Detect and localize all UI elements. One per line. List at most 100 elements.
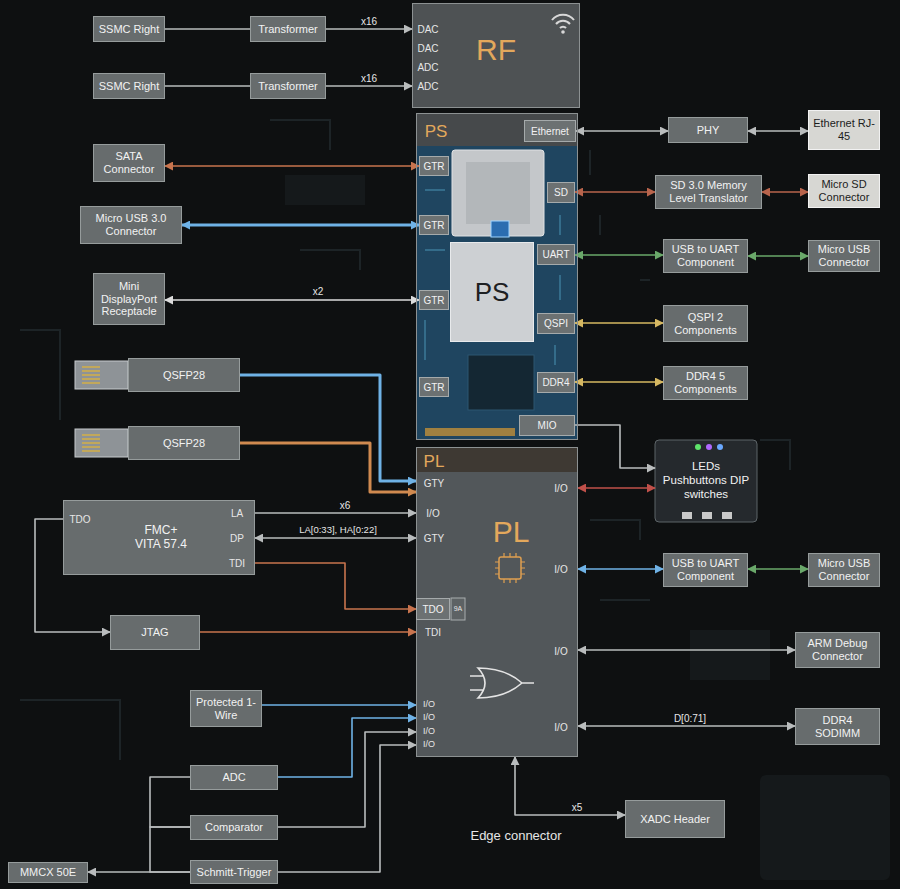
edge-label: x16 xyxy=(361,73,377,84)
component-box: Protected 1-Wire xyxy=(190,690,262,727)
signal-label: I/O xyxy=(423,700,435,710)
connector xyxy=(278,718,416,777)
rf-panel xyxy=(412,3,580,108)
connector xyxy=(576,130,668,132)
connector xyxy=(165,165,419,167)
component-box: Micro USB Connector xyxy=(808,553,880,587)
soc-package xyxy=(452,150,544,236)
node-text: MMCX 50E xyxy=(13,866,83,879)
component-box: Schmitt-Trigger xyxy=(190,860,278,884)
wifi-icon xyxy=(552,15,574,28)
board-chip xyxy=(760,775,890,880)
connector xyxy=(278,732,416,827)
connector xyxy=(575,381,663,383)
node-text: DDR4 SODIMM xyxy=(800,714,875,739)
connector-box: Ethernet RJ-45 xyxy=(808,110,880,150)
node-text: GTR xyxy=(422,382,446,393)
led xyxy=(717,444,723,450)
edge-label: LA[0:33], HA[0:22] xyxy=(299,525,377,535)
connector xyxy=(150,827,190,872)
or-gate-symbol xyxy=(470,668,534,698)
qsfp-cage xyxy=(75,361,128,389)
node-text: QSFP28 xyxy=(133,369,235,382)
port-box: DDR4 xyxy=(537,372,575,393)
chip-icon xyxy=(491,221,509,237)
chip-icon xyxy=(499,557,521,579)
node-text: UART xyxy=(540,249,572,260)
port-box: TDO xyxy=(416,598,450,620)
port-box: Ethernet xyxy=(524,120,576,142)
connector xyxy=(748,130,808,132)
node-text: DDR4 xyxy=(540,377,572,388)
component-box: QSPI 2 Components xyxy=(663,305,748,342)
qsfp-cage xyxy=(75,429,128,457)
node-text: QSFP28 xyxy=(133,437,235,450)
connector xyxy=(748,255,808,257)
connector xyxy=(165,299,419,301)
connector xyxy=(165,28,250,30)
node-text: Transformer xyxy=(255,80,321,93)
port-box: GTR xyxy=(419,377,449,397)
node-text: FMC+ VITA 57.4 xyxy=(132,524,190,552)
memory-chip xyxy=(468,355,534,410)
device-block: PSEthernetGTRPSSDGTRUARTGTRQSPIGTRDDR4MI… xyxy=(416,113,578,440)
gold-fingers xyxy=(425,428,515,436)
led-board xyxy=(655,440,757,522)
node-text: Transformer xyxy=(255,23,321,36)
connector xyxy=(200,631,416,633)
connector xyxy=(255,563,416,609)
soc-lid xyxy=(466,162,530,224)
pushbutton xyxy=(722,512,732,519)
connector xyxy=(575,191,655,193)
node-text: Comparator xyxy=(195,821,273,834)
component-box: SD 3.0 Memory Level Translator xyxy=(655,175,762,209)
device-block: RF xyxy=(412,3,580,108)
chip-die: PS xyxy=(450,242,534,342)
component-box: USB to UART Component xyxy=(663,239,748,273)
pl-panel xyxy=(416,447,578,757)
connector xyxy=(762,191,808,193)
edge-label: x5 xyxy=(572,802,583,813)
node-text: PS xyxy=(425,122,448,142)
led-board-box: LEDs Pushbuttons DIP switches xyxy=(655,452,757,510)
node-text: GTR xyxy=(422,295,446,306)
node-text: GTR xyxy=(422,220,446,231)
signal-label: I/O xyxy=(423,713,435,723)
node-text: SATA Connector xyxy=(98,150,160,175)
connector xyxy=(182,224,419,227)
node-text: SSMC Right xyxy=(98,23,160,36)
node-text: DDR4 5 Components xyxy=(668,370,743,395)
pushbutton xyxy=(682,512,692,519)
component-box: Micro USB Connector xyxy=(808,240,880,272)
component-box: Transformer xyxy=(250,73,326,99)
board-chip xyxy=(285,175,365,205)
component-box: MMCX 50E xyxy=(8,862,88,883)
component-box: Comparator xyxy=(190,815,278,840)
component-box: ARM Debug Connector xyxy=(795,632,880,668)
component-box: JTAG xyxy=(110,615,200,650)
node-text: Micro SD Connector xyxy=(813,178,875,203)
node-text: XADC Header xyxy=(630,813,720,826)
connector xyxy=(150,777,190,827)
board-chip xyxy=(690,630,770,680)
component-box: SSMC Right xyxy=(93,73,165,99)
signal-label: TDI xyxy=(229,558,245,569)
connector xyxy=(575,322,663,324)
signal-label: GTY xyxy=(424,533,445,544)
node-text: GTR xyxy=(422,161,446,172)
connector xyxy=(262,704,416,706)
port-box: MIO xyxy=(519,415,575,436)
node-text: USB to UART Component xyxy=(668,243,743,268)
port-box: GTR xyxy=(419,215,449,235)
node-text: JTAG xyxy=(115,626,195,639)
port-box: SD xyxy=(547,182,575,203)
connector xyxy=(578,725,795,727)
signal-label: TDO xyxy=(69,514,90,525)
qsfp-pins xyxy=(82,435,100,451)
node-text: Micro USB Connector xyxy=(813,557,875,582)
component-box: Micro USB 3.0 Connector xyxy=(80,206,182,244)
component-box: SSMC Right xyxy=(93,16,165,42)
node-text: ADC xyxy=(195,771,273,784)
connector xyxy=(255,537,416,539)
